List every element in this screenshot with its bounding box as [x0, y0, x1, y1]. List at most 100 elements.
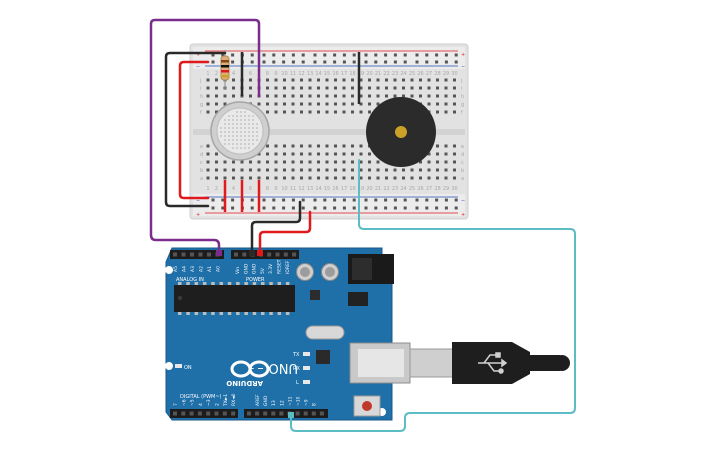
breadboard-hole[interactable]: [393, 168, 397, 172]
rail-hole[interactable]: [262, 206, 266, 210]
breadboard-hole[interactable]: [376, 86, 380, 90]
header-pin[interactable]: [189, 411, 194, 416]
rail-hole[interactable]: [313, 206, 317, 210]
breadboard-hole[interactable]: [385, 176, 388, 180]
breadboard-hole[interactable]: [359, 110, 363, 114]
reset-button-cap[interactable]: [362, 401, 372, 411]
breadboard-hole[interactable]: [368, 176, 371, 180]
breadboard-hole[interactable]: [300, 78, 303, 82]
breadboard-hole[interactable]: [444, 176, 448, 180]
breadboard-hole[interactable]: [283, 110, 286, 114]
ground-rail-wire-black[interactable]: [164, 51, 227, 208]
header-pin[interactable]: [234, 252, 238, 257]
breadboard-hole[interactable]: [266, 78, 269, 82]
breadboard-hole[interactable]: [334, 152, 337, 156]
header-pin[interactable]: [214, 411, 219, 416]
breadboard-hole[interactable]: [419, 168, 422, 172]
breadboard-hole[interactable]: [427, 78, 431, 82]
breadboard-hole[interactable]: [325, 152, 329, 156]
breadboard-hole[interactable]: [300, 144, 303, 148]
breadboard-hole[interactable]: [240, 176, 244, 180]
breadboard-hole[interactable]: [223, 176, 227, 180]
breadboard-hole[interactable]: [359, 94, 363, 98]
rail-hole[interactable]: [342, 206, 346, 210]
breadboard-hole[interactable]: [291, 86, 295, 90]
breadboard-hole[interactable]: [266, 152, 269, 156]
breadboard-hole[interactable]: [402, 78, 405, 82]
breadboard-hole[interactable]: [385, 168, 388, 172]
breadboard-hole[interactable]: [325, 102, 329, 106]
rail-hole[interactable]: [250, 206, 254, 210]
rail-hole[interactable]: [323, 53, 327, 57]
header-pin[interactable]: [206, 411, 211, 416]
breadboard-hole[interactable]: [368, 102, 371, 106]
breadboard-hole[interactable]: [266, 160, 269, 164]
breadboard-hole[interactable]: [291, 160, 295, 164]
rail-hole[interactable]: [435, 53, 439, 57]
rail-hole[interactable]: [415, 60, 419, 64]
rail-hole[interactable]: [425, 60, 429, 64]
breadboard-hole[interactable]: [334, 86, 337, 90]
rail-hole[interactable]: [384, 198, 388, 202]
breadboard-hole[interactable]: [334, 168, 337, 172]
breadboard-hole[interactable]: [376, 94, 380, 98]
breadboard-hole[interactable]: [368, 110, 371, 114]
breadboard-hole[interactable]: [249, 86, 252, 90]
breadboard-hole[interactable]: [274, 176, 278, 180]
breadboard-hole[interactable]: [368, 94, 371, 98]
breadboard-hole[interactable]: [402, 176, 405, 180]
breadboard-hole[interactable]: [342, 102, 346, 106]
breadboard-hole[interactable]: [283, 94, 286, 98]
rail-hole[interactable]: [211, 60, 215, 64]
breadboard-hole[interactable]: [393, 94, 397, 98]
breadboard-hole[interactable]: [215, 176, 218, 180]
breadboard-hole[interactable]: [266, 86, 269, 90]
analog-header[interactable]: [170, 250, 224, 259]
rail-hole[interactable]: [393, 53, 397, 57]
rail-hole[interactable]: [352, 206, 356, 210]
header-pin[interactable]: [197, 411, 202, 416]
rail-hole[interactable]: [262, 53, 266, 57]
breadboard-hole[interactable]: [342, 152, 346, 156]
breadboard-hole[interactable]: [359, 176, 363, 180]
breadboard-hole[interactable]: [436, 86, 439, 90]
header-pin[interactable]: [190, 252, 194, 257]
rail-hole[interactable]: [364, 198, 368, 202]
rail-hole[interactable]: [272, 198, 276, 202]
breadboard-hole[interactable]: [223, 168, 227, 172]
breadboard-hole[interactable]: [368, 78, 371, 82]
rail-hole[interactable]: [444, 206, 448, 210]
breadboard-hole[interactable]: [410, 86, 414, 90]
breadboard-hole[interactable]: [427, 152, 431, 156]
breadboard-hole[interactable]: [317, 176, 320, 180]
piezo-buzzer[interactable]: [366, 97, 436, 167]
rail-hole[interactable]: [291, 198, 295, 202]
breadboard-hole[interactable]: [274, 102, 278, 106]
breadboard-hole[interactable]: [444, 152, 448, 156]
breadboard-hole[interactable]: [317, 152, 320, 156]
header-pin[interactable]: [181, 411, 186, 416]
breadboard-hole[interactable]: [436, 168, 439, 172]
breadboard-hole[interactable]: [444, 94, 448, 98]
breadboard-hole[interactable]: [325, 110, 329, 114]
rail-hole[interactable]: [454, 206, 458, 210]
rail-hole[interactable]: [231, 60, 235, 64]
breadboard-hole[interactable]: [232, 94, 235, 98]
rail-hole[interactable]: [313, 198, 317, 202]
breadboard-hole[interactable]: [410, 78, 414, 82]
breadboard-hole[interactable]: [249, 168, 252, 172]
breadboard-hole[interactable]: [308, 110, 312, 114]
breadboard-hole[interactable]: [291, 144, 295, 148]
breadboard-hole[interactable]: [206, 94, 210, 98]
rail-hole[interactable]: [221, 198, 225, 202]
breadboard-hole[interactable]: [266, 110, 269, 114]
breadboard-hole[interactable]: [453, 144, 456, 148]
usb-cable[interactable]: [409, 342, 570, 384]
breadboard-hole[interactable]: [206, 168, 210, 172]
breadboard-hole[interactable]: [283, 86, 286, 90]
breadboard-hole[interactable]: [436, 144, 439, 148]
breadboard-hole[interactable]: [291, 78, 295, 82]
breadboard-hole[interactable]: [453, 168, 456, 172]
rail-hole[interactable]: [454, 53, 458, 57]
